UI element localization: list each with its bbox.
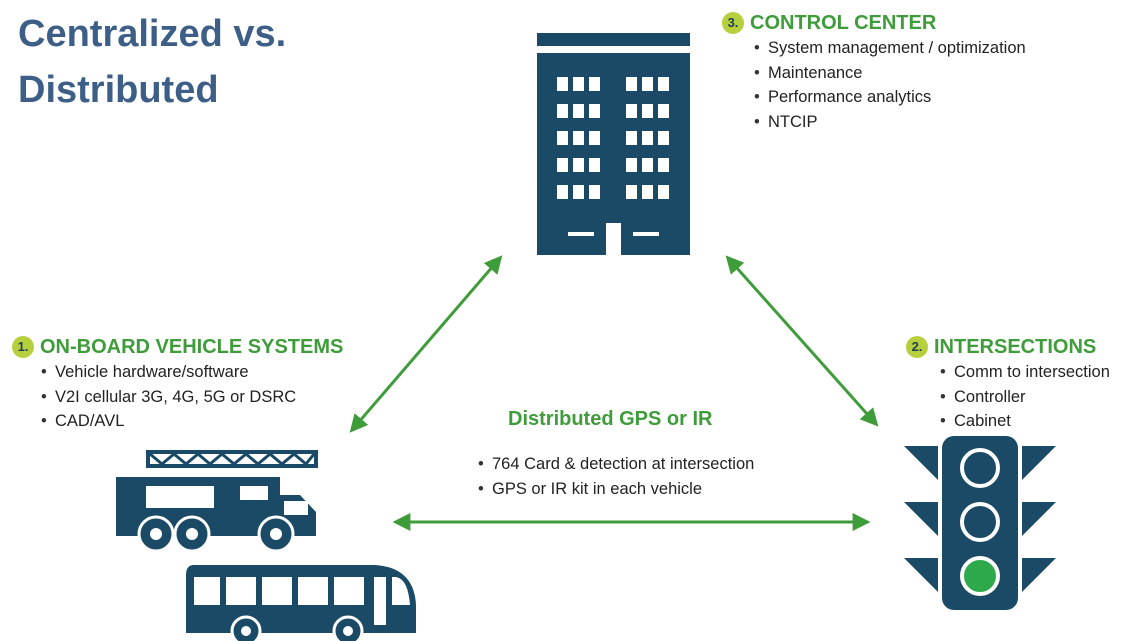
distributed-heading: Distributed GPS or IR	[508, 406, 754, 432]
distributed-block: Distributed GPS or IR 764 Card & detecti…	[474, 406, 754, 501]
list-item: System management / optimization	[750, 36, 1026, 61]
list-item: Performance analytics	[750, 85, 1026, 110]
list-item: V2I cellular 3G, 4G, 5G or DSRC	[37, 385, 343, 410]
number-badge-3: 3.	[722, 12, 744, 34]
page-title: Centralized vs. Distributed	[18, 6, 286, 118]
list-item: Controller	[936, 385, 1110, 410]
fire-truck-icon	[116, 450, 318, 552]
red-light	[960, 448, 1000, 488]
control-center-title: CONTROL CENTER	[750, 12, 937, 34]
intersections-heading: 2. INTERSECTIONS	[906, 334, 1110, 360]
control-center-list: System management / optimization Mainten…	[750, 36, 1026, 134]
arrow-building-to-intersections	[725, 255, 879, 427]
arrow-building-to-vehicles	[349, 255, 503, 433]
vehicle-systems-title: ON-BOARD VEHICLE SYSTEMS	[40, 336, 344, 358]
list-item: Cabinet	[936, 409, 1110, 434]
list-item: 764 Card & detection at intersection	[474, 452, 754, 477]
intersections-block: 2. INTERSECTIONS Comm to intersection Co…	[906, 334, 1110, 434]
control-center-heading: 3. CONTROL CENTER	[722, 10, 1026, 36]
distributed-list: 764 Card & detection at intersection GPS…	[474, 452, 754, 501]
list-item: CAD/AVL	[37, 409, 343, 434]
list-item: Maintenance	[750, 61, 1026, 86]
number-badge-2: 2.	[906, 336, 928, 358]
intersections-list: Comm to intersection Controller Cabinet	[936, 360, 1110, 434]
control-center-block: 3. CONTROL CENTER System management / op…	[722, 10, 1026, 134]
title-line-1: Centralized vs.	[18, 13, 287, 55]
list-item: Vehicle hardware/software	[37, 360, 343, 385]
list-item: Comm to intersection	[936, 360, 1110, 385]
vehicle-systems-list: Vehicle hardware/software V2I cellular 3…	[37, 360, 343, 434]
title-line-2: Distributed	[18, 69, 219, 111]
green-light	[960, 556, 1000, 596]
bus-icon	[186, 565, 416, 641]
list-item: GPS or IR kit in each vehicle	[474, 477, 754, 502]
vehicle-systems-heading: 1. ON-BOARD VEHICLE SYSTEMS	[12, 334, 343, 360]
vehicle-systems-block: 1. ON-BOARD VEHICLE SYSTEMS Vehicle hard…	[12, 334, 343, 434]
list-item: NTCIP	[750, 110, 1026, 135]
office-building-icon	[537, 33, 690, 255]
intersections-title: INTERSECTIONS	[934, 336, 1097, 358]
traffic-light-icon	[904, 436, 1056, 610]
number-badge-1: 1.	[12, 336, 34, 358]
distributed-title: Distributed GPS or IR	[508, 408, 713, 430]
yellow-light	[960, 502, 1000, 542]
